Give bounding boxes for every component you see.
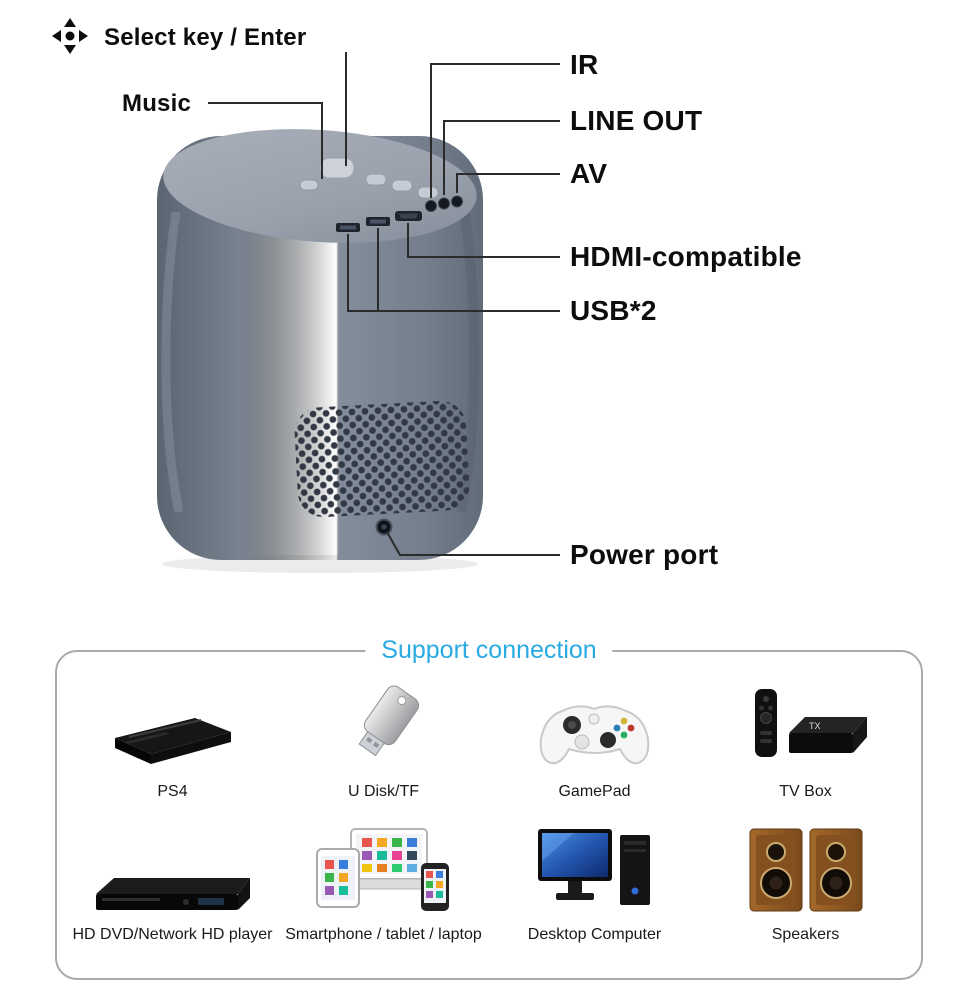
tv-box-icon: TX	[741, 680, 871, 772]
hdmi-label: HDMI-compatible	[570, 241, 802, 272]
select-key-button	[319, 157, 355, 179]
speaker-grille	[293, 399, 471, 519]
music-line	[208, 102, 323, 179]
dvd-player-icon	[88, 823, 258, 915]
projector-diagram: Select key / Enter Music IR LINE OUT AV …	[50, 16, 802, 573]
dpad-icon	[50, 16, 90, 56]
hdmi-line	[407, 223, 560, 258]
support-item-label: HD DVD/Network HD player	[72, 926, 273, 943]
tv-box-logo: TX	[809, 721, 821, 731]
top-buttons	[299, 157, 439, 199]
port-row	[336, 195, 463, 232]
smart-devices-icon	[309, 823, 459, 915]
usb-line	[347, 234, 560, 312]
power-port-label: Power port	[570, 539, 719, 570]
support-item-label: U Disk/TF	[347, 783, 420, 800]
usb-label: USB*2	[570, 295, 657, 326]
support-item-tvbox: TX TV Box	[700, 680, 911, 801]
power-port	[375, 518, 393, 536]
support-item-desktop: Desktop Computer	[489, 823, 700, 944]
support-item-udisk: U Disk/TF	[278, 680, 489, 801]
support-item-label: PS4	[157, 783, 188, 800]
ir-line	[430, 63, 560, 198]
support-grid: PS4	[57, 652, 921, 958]
line-out-label: LINE OUT	[570, 105, 703, 136]
ir-port	[425, 200, 437, 212]
line-out-port	[438, 197, 450, 210]
av-port	[451, 195, 463, 208]
ps4-icon	[103, 680, 243, 772]
support-connection-title: Support connection	[365, 636, 613, 665]
usb-drive-icon	[334, 680, 434, 772]
power-line	[386, 531, 560, 556]
desktop-computer-icon	[532, 823, 657, 915]
support-item-label: GamePad	[558, 783, 631, 800]
support-item-dvd: HD DVD/Network HD player	[67, 823, 278, 944]
support-item-smart-devices: Smartphone / tablet / laptop	[278, 823, 489, 944]
av-line	[456, 173, 560, 193]
support-item-gamepad: GamePad	[489, 680, 700, 801]
support-item-ps4: PS4	[67, 680, 278, 801]
ir-label: IR	[570, 49, 599, 80]
gamepad-icon	[532, 680, 657, 772]
select-key-label: Select key / Enter	[104, 24, 307, 51]
body-highlight	[161, 211, 184, 513]
callout-lines	[208, 52, 560, 556]
support-item-label: Desktop Computer	[527, 926, 662, 943]
music-label: Music	[122, 90, 192, 117]
support-item-label: Speakers	[771, 926, 840, 943]
support-connection-box: Support connection PS4	[55, 636, 923, 980]
support-item-speakers: Speakers	[700, 823, 911, 944]
support-item-label: TV Box	[779, 783, 832, 800]
av-label: AV	[570, 158, 608, 189]
speakers-icon	[746, 823, 866, 915]
line-out-line	[443, 120, 560, 195]
support-item-label: Smartphone / tablet / laptop	[285, 926, 482, 943]
music-button	[365, 173, 387, 186]
